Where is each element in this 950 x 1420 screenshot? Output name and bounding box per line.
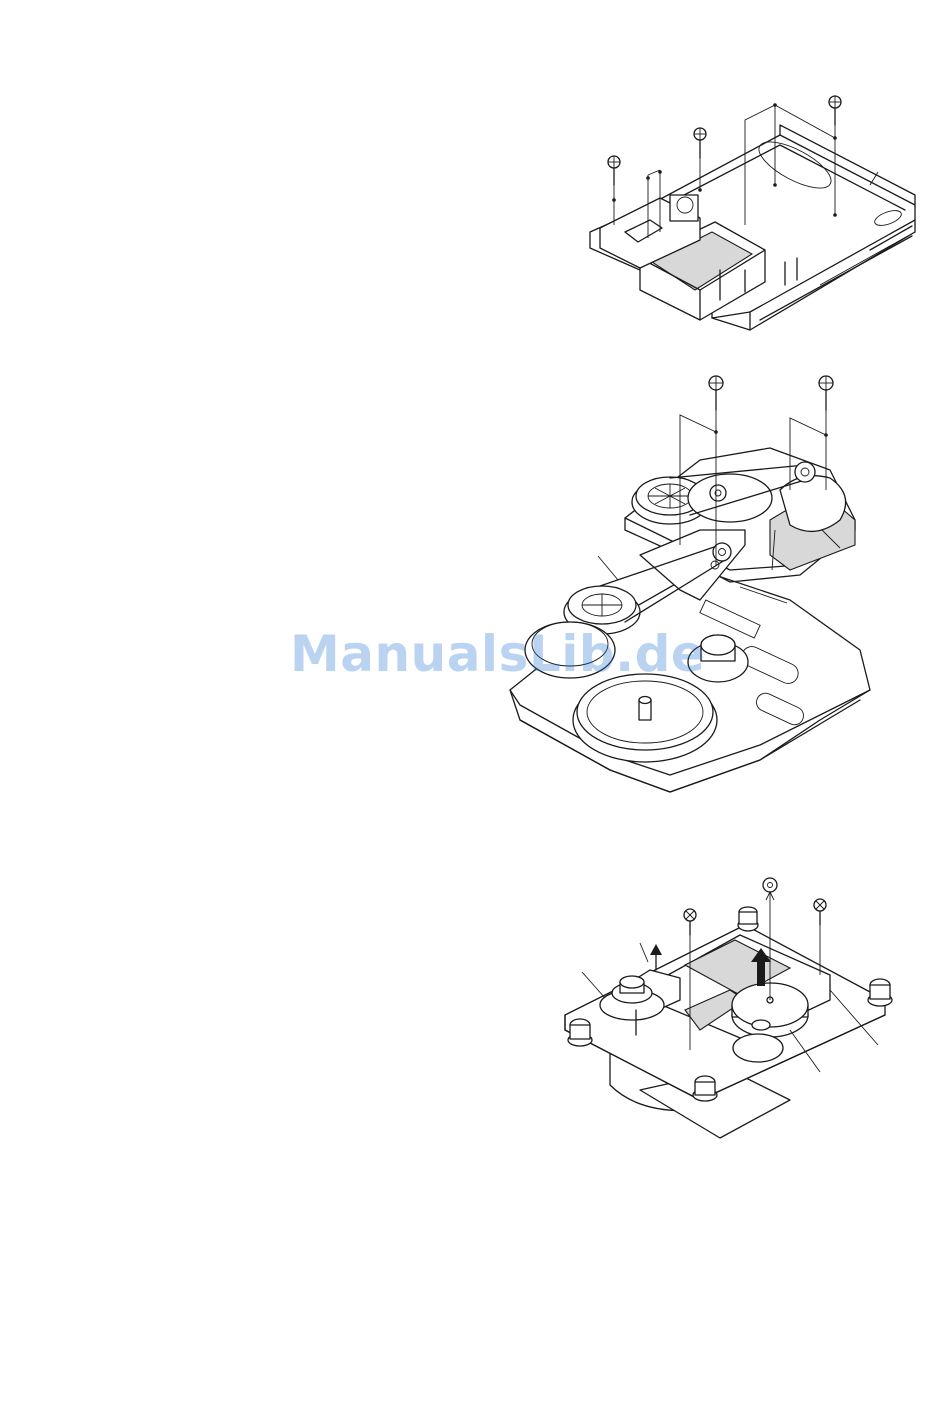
lift-arrow-small-icon: [650, 944, 662, 970]
damper-foot-4: [693, 1076, 717, 1101]
damper-foot-3: [868, 979, 892, 1006]
damper-foot-2: [738, 907, 758, 931]
damper-foot-1: [568, 1019, 592, 1046]
washer-icon: [763, 878, 777, 892]
screw-7-icon: [814, 899, 826, 925]
screw-6-icon: [684, 909, 696, 935]
manualslib-watermark: ManualsLib.de: [290, 625, 705, 683]
